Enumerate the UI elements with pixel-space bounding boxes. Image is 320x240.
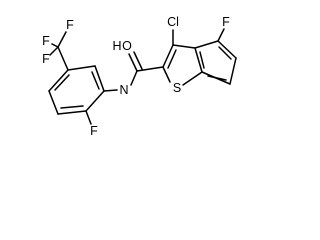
bond (217, 28, 225, 42)
bond (57, 46, 69, 71)
atom-label-h: H (112, 39, 121, 53)
double-bond (54, 74, 70, 91)
atom-label-f: F (222, 15, 230, 29)
bond (57, 31, 67, 48)
bond (48, 90, 59, 115)
double-bond (218, 46, 232, 60)
chloro-substituent: Cl (167, 15, 179, 46)
bond (172, 44, 196, 49)
amide-group: N H O (103, 39, 164, 97)
double-bond (60, 105, 84, 109)
thiophene-ring: S (162, 44, 203, 95)
bond (57, 110, 87, 115)
fluoro-substituent: F (85, 110, 98, 138)
double-bond (133, 51, 143, 70)
bond (51, 43, 59, 48)
atom-label-f: F (42, 34, 50, 48)
bond (85, 90, 105, 112)
bond (217, 40, 237, 59)
bond (182, 71, 203, 86)
phenyl-ring (48, 65, 105, 115)
fluoro-substituent: F (217, 15, 230, 42)
double-bond (167, 49, 177, 69)
bond (103, 89, 118, 92)
double-bond (207, 75, 227, 81)
bond (130, 70, 138, 86)
bond (85, 110, 92, 125)
chemical-structure: F F F F N H O S Cl (42, 15, 237, 138)
bond (194, 40, 219, 49)
bond (229, 57, 237, 85)
bond (48, 69, 69, 92)
bond (67, 65, 96, 71)
atom-label-f: F (66, 18, 74, 32)
atom-label-o: O (122, 39, 132, 53)
double-bond (91, 71, 100, 90)
bond (136, 66, 164, 72)
atom-label-f: F (90, 124, 98, 138)
double-bond (162, 44, 174, 68)
atom-label-s: S (173, 81, 181, 95)
bond (162, 66, 171, 83)
bond (49, 46, 59, 56)
atom-label-cl: Cl (167, 15, 179, 29)
double-bond (199, 51, 205, 69)
trifluoromethyl-group: F F F (42, 18, 74, 71)
benzene-ring (194, 40, 237, 85)
bond (194, 47, 203, 73)
double-bond (128, 53, 138, 72)
bond (94, 65, 105, 92)
atom-label-n: N (119, 83, 128, 97)
atom-label-f: F (42, 52, 50, 66)
